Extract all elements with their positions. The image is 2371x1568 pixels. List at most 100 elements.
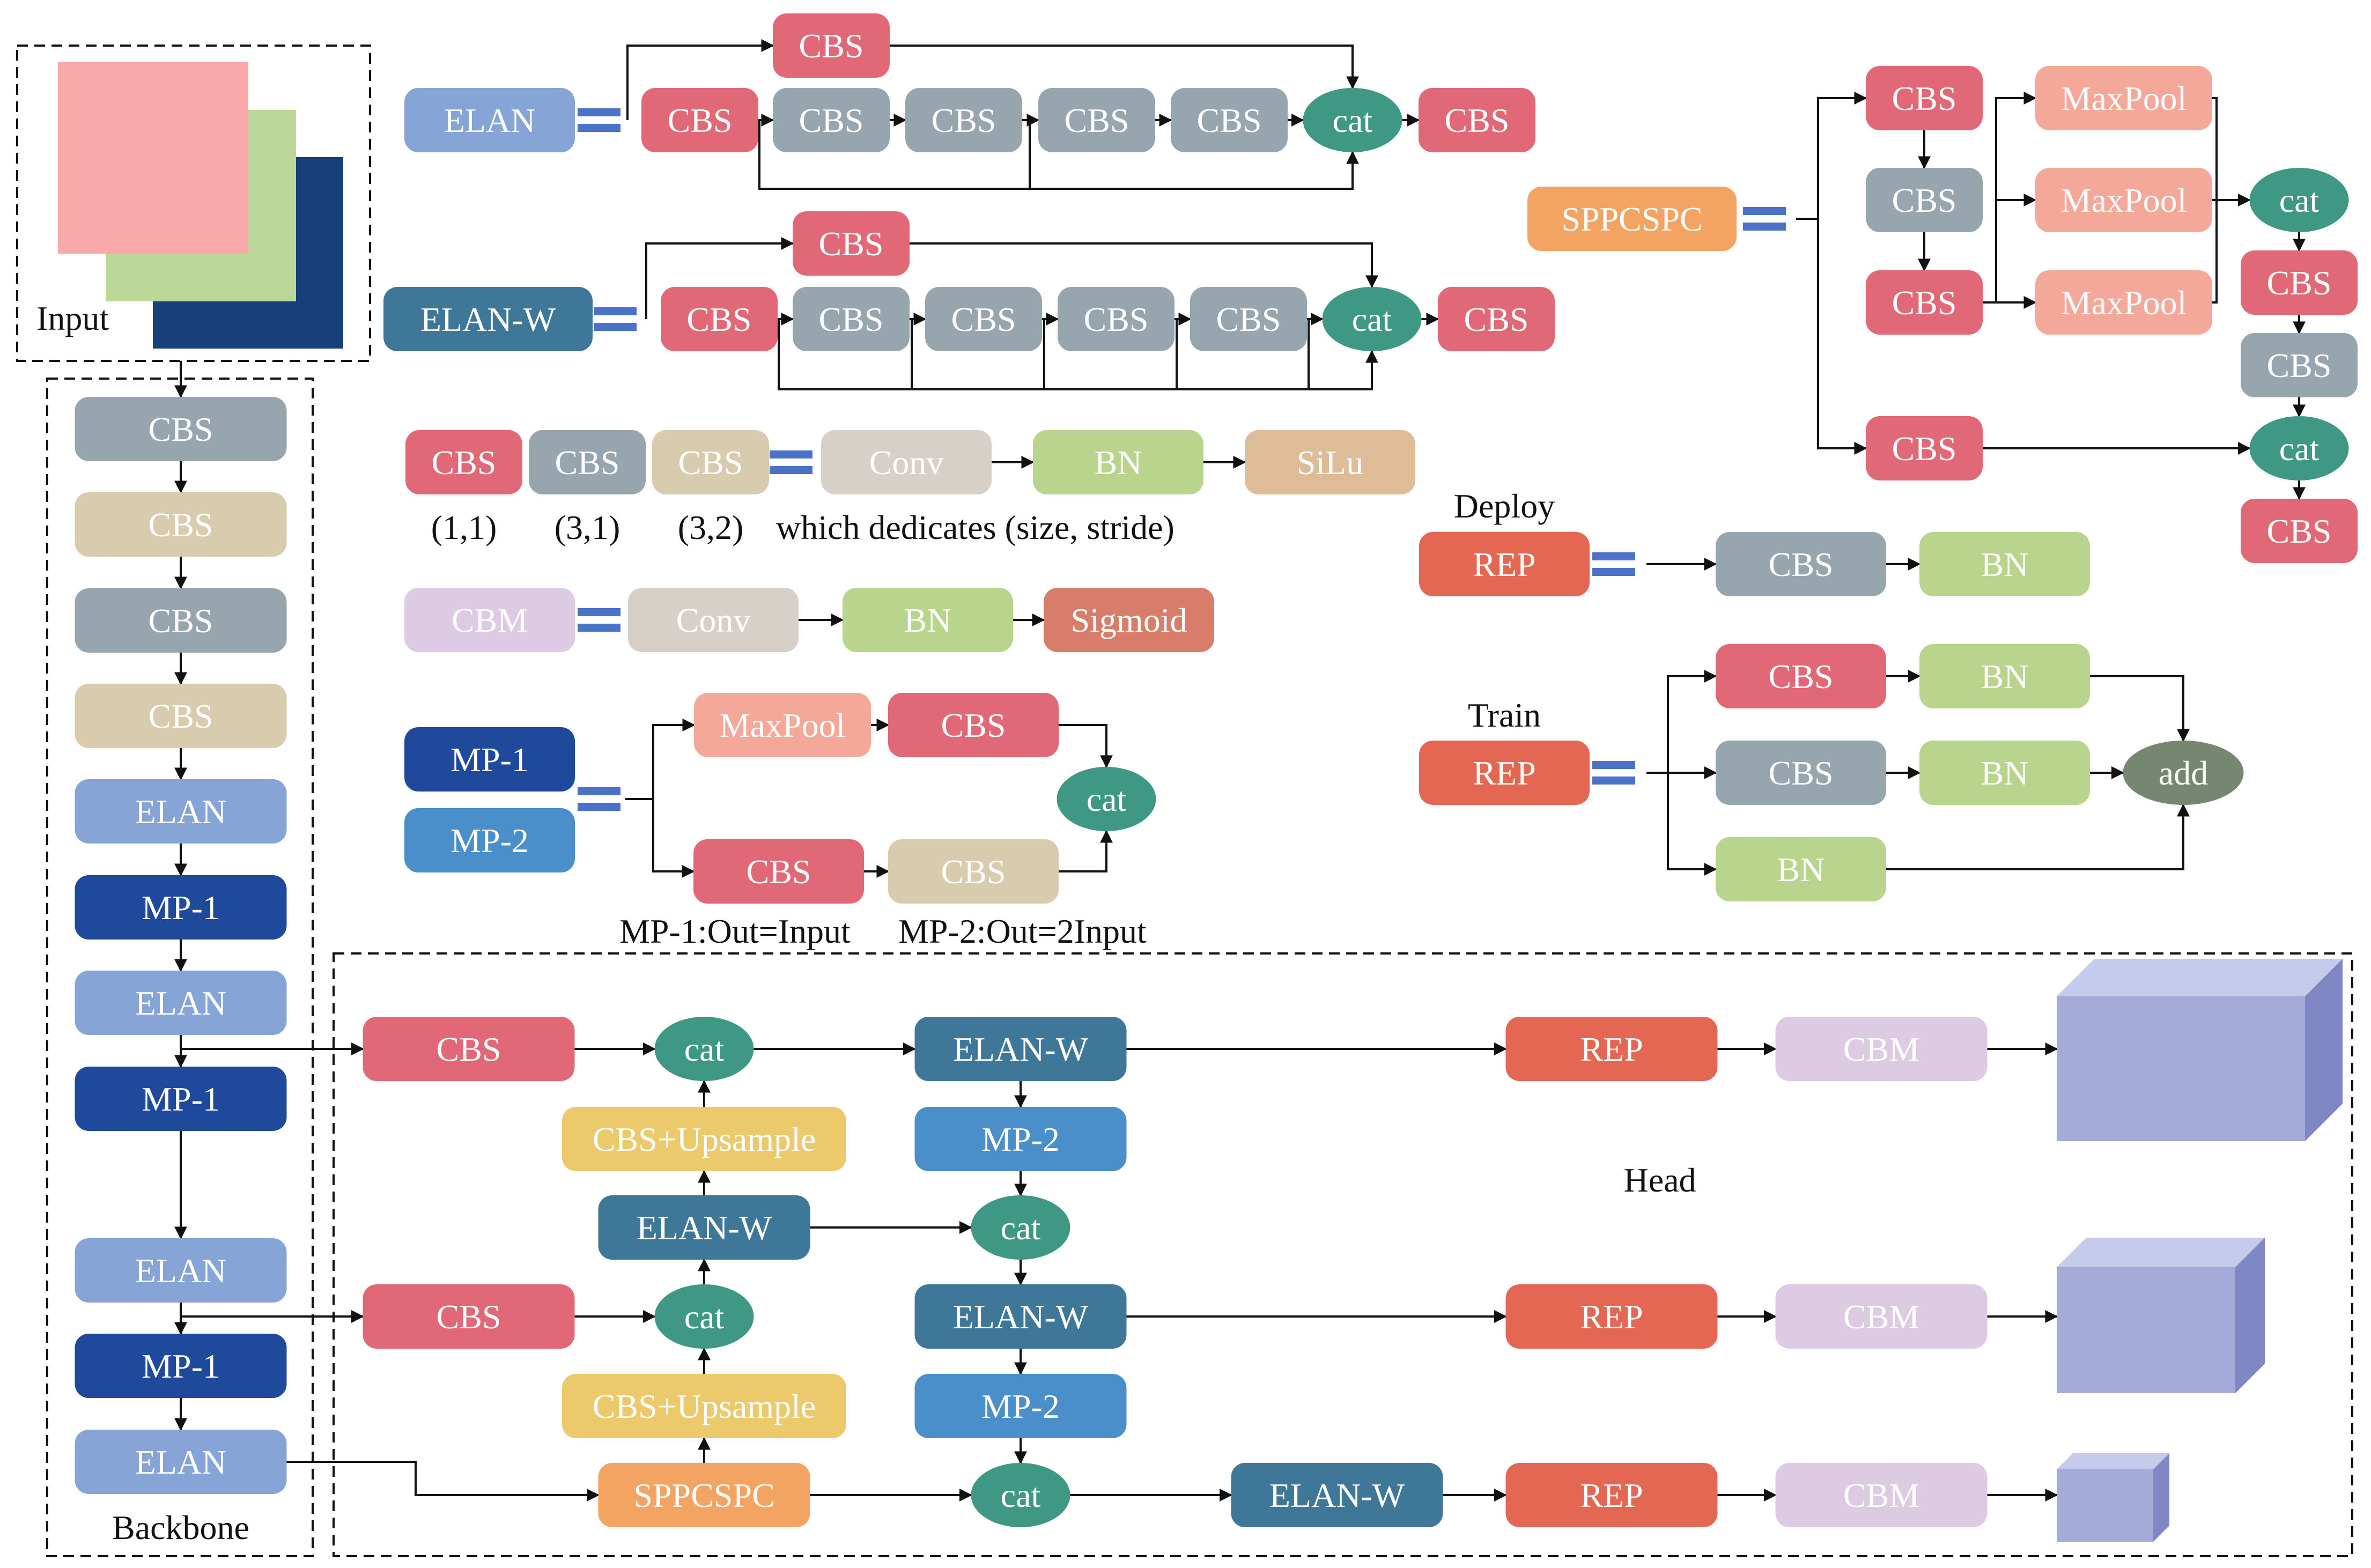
elan-cbs-top-label: CBS: [799, 27, 864, 65]
def-cbm-shape: [404, 588, 575, 652]
cbs-def-silu: SiLu: [1245, 430, 1415, 494]
bb-elan-1: ELAN: [75, 779, 287, 844]
spp-cbs-5-shape: [2241, 333, 2358, 397]
equals-sign-4: [578, 608, 621, 632]
cbs-def-bn-shape: [1033, 430, 1203, 494]
arrow-30: [778, 319, 1378, 390]
train-cbs-1-label: CBS: [1769, 657, 1834, 696]
spp-cbs-side-label: CBS: [1892, 430, 1957, 468]
spp-maxpool-3: MaxPool: [2035, 270, 2212, 335]
head-elanw-2: ELAN-W: [598, 1195, 810, 1260]
elan-cbs-e: CBS: [1171, 88, 1288, 152]
head-cbs-1: CBS: [363, 1017, 575, 1081]
head-cbs-2-shape: [363, 1284, 575, 1349]
train-bn-3-label: BN: [1777, 850, 1825, 889]
elanw-cbs-b: CBS: [793, 287, 910, 351]
def-mp2-label: MP-2: [450, 822, 529, 860]
train-cbs-1-shape: [1716, 644, 1886, 708]
bb-elan-1-shape: [75, 779, 287, 844]
cbm-def-bn: BN: [843, 588, 1013, 652]
head-sppcspc: SPPCSPC: [598, 1463, 810, 1527]
elanw-cbs-c: CBS: [925, 287, 1042, 351]
spp-cbs-6-shape: [2241, 499, 2358, 563]
mp-cbs-bot-a-label: CBS: [747, 853, 811, 891]
cbs-def-silu-shape: [1245, 430, 1415, 494]
elanw-cat: cat: [1322, 287, 1422, 351]
spp-maxpool-2-shape: [2035, 168, 2212, 232]
head-cat-1-shape: [654, 1017, 754, 1081]
captions: Input Backbone Head Deploy Train (1,1) (…: [36, 299, 1696, 1547]
train-bn-2: BN: [1919, 741, 2090, 805]
cbm-def-conv-label: Conv: [676, 601, 751, 639]
elanw-cbs-out-shape: [1438, 287, 1555, 351]
bb-mp1-1: MP-1: [75, 875, 287, 940]
def-elan-label: ELAN: [444, 101, 536, 139]
bb-elan-3-label: ELAN: [135, 1252, 227, 1290]
arrow-71: [1886, 803, 2190, 870]
head-cbs-2: CBS: [363, 1284, 575, 1349]
def-cbs-11: CBS: [405, 430, 522, 494]
elan-cbs-a-shape: [641, 88, 758, 152]
elanw-cbs-d-label: CBS: [1084, 300, 1149, 338]
elanw-cbs-top-shape: [793, 211, 910, 276]
bb-cbs-2-label: CBS: [149, 506, 213, 544]
train-bn-1-shape: [1919, 644, 2090, 708]
head-elanw-4-label: ELAN-W: [1269, 1476, 1405, 1514]
equals-sign-5: [578, 787, 621, 811]
elan-cat: cat: [1303, 88, 1402, 152]
backbone-caption: Backbone: [112, 1508, 249, 1547]
mp-cbs-bot-b-shape: [888, 839, 1059, 904]
train-caption: Train: [1468, 696, 1541, 734]
spp-cbs-2-shape: [1866, 168, 1983, 232]
arrow-48: [1817, 219, 1867, 455]
elan-cbs-d: CBS: [1038, 88, 1155, 152]
elan-cbs-out-label: CBS: [1445, 101, 1510, 139]
equals-sign-2: [594, 307, 637, 331]
elanw-cbs-a-shape: [661, 287, 778, 351]
bb-elan-3-shape: [75, 1238, 287, 1303]
equals-sign-3: [770, 450, 813, 474]
spp-cbs-6: CBS: [2241, 499, 2358, 563]
head-elanw-3-shape: [914, 1284, 1127, 1349]
elanw-cbs-c-shape: [925, 287, 1042, 351]
spp-cbs-3: CBS: [1866, 270, 1983, 335]
spp-cbs-5-label: CBS: [2267, 346, 2332, 384]
cbm-def-conv-shape: [628, 588, 799, 652]
spp-cbs-4-shape: [2241, 250, 2358, 315]
bb-elan-3: ELAN: [75, 1238, 287, 1303]
def-mp2-shape: [404, 808, 575, 872]
train-bn-3: BN: [1716, 837, 1886, 901]
bb-cbs-4: CBS: [75, 684, 287, 748]
head-cat-4-label: cat: [1001, 1476, 1041, 1514]
cbs-size-stride-note: which dedicates (size, stride): [776, 508, 1175, 546]
elan-cbs-b-label: CBS: [799, 101, 864, 139]
arrow-66: [1667, 773, 1717, 876]
equals-signs: [578, 108, 1786, 811]
head-elanw-1-label: ELAN-W: [953, 1030, 1089, 1068]
def-rep-train-label: REP: [1473, 754, 1535, 792]
spp-cbs-6-label: CBS: [2267, 512, 2332, 550]
cbs-def-conv-shape: [821, 430, 992, 494]
arrow-20: [758, 120, 1359, 190]
mp-cbs-top-shape: [888, 693, 1059, 757]
elan-cbs-a: CBS: [641, 88, 758, 152]
size-3-2-caption: (3,2): [678, 508, 744, 546]
cbm-def-conv: Conv: [628, 588, 799, 652]
spp-cat-2-shape: [2249, 416, 2349, 480]
deploy-cbs-label: CBS: [1769, 545, 1834, 583]
mp-maxpool-shape: [694, 693, 871, 757]
elan-cbs-d-shape: [1038, 88, 1155, 152]
arrow-52: [1995, 92, 2037, 302]
elanw-cbs-e: CBS: [1190, 287, 1307, 351]
bb-cbs-2: CBS: [75, 492, 287, 557]
mp-cat-shape: [1057, 767, 1156, 831]
train-cbs-2-label: CBS: [1769, 754, 1834, 792]
head-rep-2-shape: [1505, 1284, 1718, 1349]
bb-mp1-3-label: MP-1: [142, 1347, 220, 1385]
spp-maxpool-2: MaxPool: [2035, 168, 2212, 232]
cbs-def-conv-label: Conv: [869, 443, 944, 482]
head-output-medium: [2057, 1238, 2265, 1393]
equals-sign-6: [1743, 207, 1786, 231]
mp-cat: cat: [1057, 767, 1156, 831]
deploy-bn-label: BN: [1981, 545, 2029, 583]
